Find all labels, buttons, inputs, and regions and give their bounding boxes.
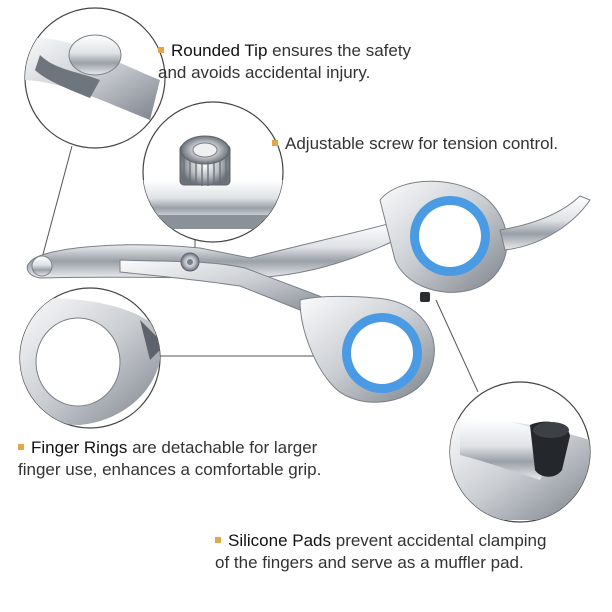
- feature-text: prevent accidental clamping: [331, 531, 547, 550]
- bullet-icon: [272, 139, 278, 146]
- tension-screw-detail-icon: [142, 101, 284, 243]
- feature-rounded-tip: Rounded Tip ensures the safety and avoid…: [158, 40, 458, 84]
- feature-text: ensures the safety: [267, 41, 412, 60]
- finger-ring-detail-icon: [19, 287, 161, 429]
- callout-lines: [41, 145, 479, 393]
- feature-text: Adjustable screw for tension control.: [285, 134, 559, 153]
- feature-text-line2: of the fingers and serve as a muffler pa…: [215, 553, 524, 572]
- feature-highlight: Rounded Tip: [171, 41, 268, 60]
- feature-text-line2: and avoids accidental injury.: [158, 63, 371, 82]
- bullet-icon: [215, 536, 221, 543]
- feature-highlight: Finger Rings: [31, 438, 128, 457]
- feature-finger-rings: Finger Rings are detachable for larger f…: [18, 437, 378, 481]
- silicone-pad-detail-icon: [449, 381, 591, 523]
- feature-text: are detachable for larger: [127, 438, 318, 457]
- rounded-tip-detail-icon: [24, 7, 166, 149]
- grooming-scissors-icon: [26, 180, 591, 403]
- feature-text-line2: finger use, enhances a comfortable grip.: [18, 460, 322, 479]
- feature-highlight: Silicone Pads: [228, 531, 332, 550]
- feature-silicone-pads: Silicone Pads prevent accidental clampin…: [215, 530, 605, 574]
- feature-adjustable-screw: Adjustable screw for tension control.: [272, 133, 602, 155]
- bullet-icon: [158, 46, 164, 53]
- bullet-icon: [18, 443, 24, 450]
